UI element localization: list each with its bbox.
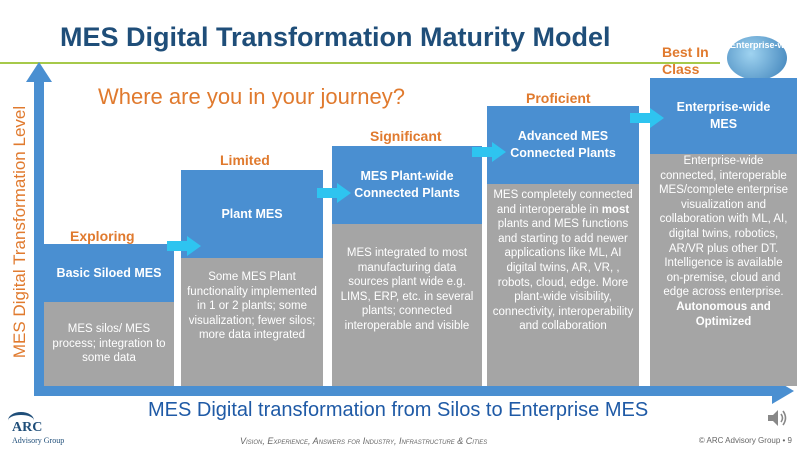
y-axis-label: MES Digital Transformation Level (10, 105, 29, 359)
connector-arrow-1 (167, 236, 201, 256)
stage-description-limited: Some MES Plant functionality implemented… (181, 258, 323, 386)
stage-heading-plant-mes: Plant MES (181, 170, 323, 258)
y-axis-arrow (34, 80, 44, 390)
stage-description-text: Some MES Plant functionality implemented… (187, 271, 317, 342)
arc-logo-icon (8, 412, 34, 429)
stage-heading-enterprise-wide: Enterprise-wide MES (650, 78, 797, 154)
stage-label-proficient: Proficient (526, 90, 591, 106)
globe-label: Enterprise-wide (730, 40, 798, 50)
logo-subtitle: Advisory Group (12, 436, 65, 445)
connector-arrow-3 (472, 142, 506, 162)
footer-tagline: Vision, Experience, Answers for Industry… (240, 436, 488, 446)
title-underline (0, 62, 720, 64)
page-title: MES Digital Transformation Maturity Mode… (60, 22, 611, 52)
logo-name: ARC (12, 420, 43, 435)
connector-arrow-2 (317, 183, 351, 203)
stage-heading-advanced-mes: Advanced MES Connected Plants (487, 106, 639, 184)
globe-icon (727, 36, 787, 80)
stage-label-exploring: Exploring (70, 228, 135, 244)
stage-label-significant: Significant (370, 128, 442, 144)
stage-description-emphasis: most (601, 203, 630, 216)
stage-label-limited: Limited (220, 152, 270, 168)
copyright-text: © ARC Advisory Group • 9 (698, 436, 792, 445)
stage-heading-basic-siloed-mes: Basic Siloed MES (44, 244, 174, 302)
stage-description-text-continued: plants and MES functions and starting to… (492, 218, 634, 333)
stage-description-text: MES integrated to most manufacturing dat… (340, 247, 474, 332)
speaker-icon[interactable] (766, 408, 788, 428)
journey-question: Where are you in your journey? (98, 84, 405, 109)
stage-description-proficient: MES completely connected and interoperab… (487, 184, 639, 386)
x-axis-arrow (34, 386, 774, 396)
stage-description-text: MES completely connected and interoperab… (493, 189, 633, 216)
stage-description-text: Enterprise-wide connected, interoperable… (658, 155, 789, 299)
stage-description-best-in-class: Enterprise-wide connected, interoperable… (650, 154, 797, 386)
y-axis-arrowhead (26, 62, 52, 82)
x-axis-label: MES Digital transformation from Silos to… (148, 399, 649, 421)
stage-description-exploring: MES silos/ MES process; integration to s… (44, 302, 174, 386)
stage-label-best-in-class: Best In Class (662, 44, 709, 77)
stage-description-emphasis: Autonomous and Optimized (676, 300, 771, 328)
stage-description-text: MES silos/ MES process; integration to s… (52, 323, 166, 365)
connector-arrow-4 (630, 108, 664, 128)
stage-heading-plant-wide: MES Plant-wide Connected Plants (332, 146, 482, 224)
stage-description-significant: MES integrated to most manufacturing dat… (332, 224, 482, 386)
